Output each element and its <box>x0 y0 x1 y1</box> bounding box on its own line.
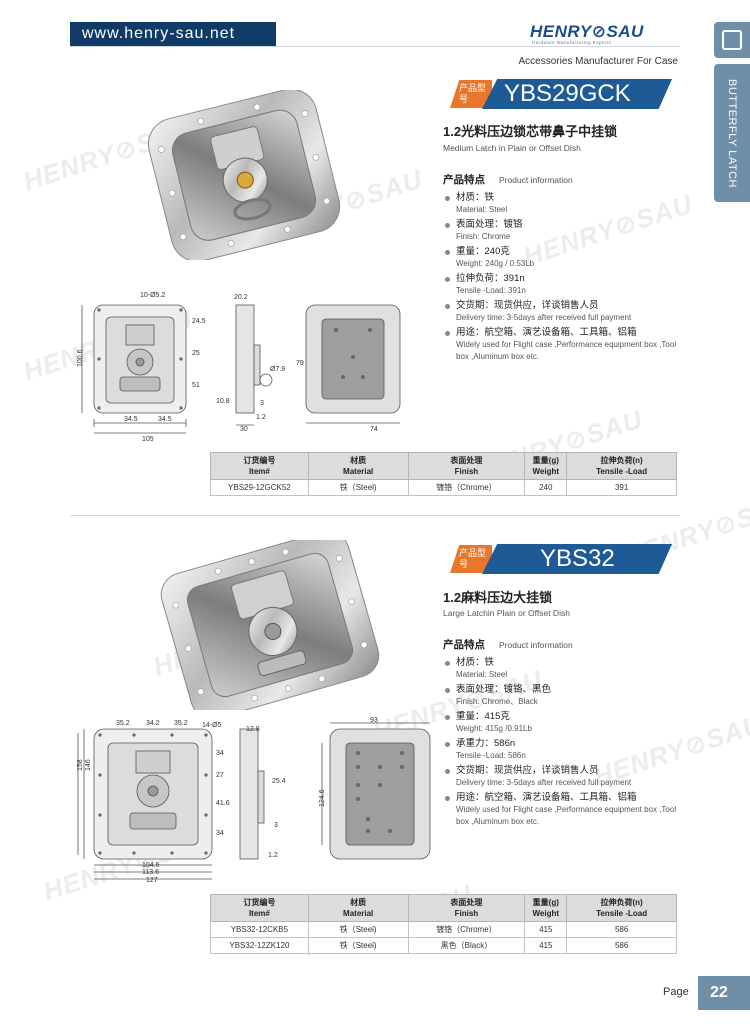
dim-height-outer: 158 <box>77 759 84 771</box>
product-title-cn: 1.2光料压边锁芯带鼻子中挂锁 <box>443 124 618 139</box>
dim-height-inner: 146 <box>85 759 92 771</box>
product-photo-ybs29gck <box>147 90 341 260</box>
dim-bottom-1: 104.6 <box>142 862 160 869</box>
dim-left-half: 34.5 <box>124 416 138 423</box>
henry-sau-logo: HENRY⊘SAU Hardware Manufacturing Experts <box>530 22 680 46</box>
side-category-tab: BUTTERFLY LATCH <box>714 64 750 202</box>
dim-holes: 14-Ø5 <box>202 722 222 729</box>
col-weight: 重量(g)Weight <box>524 452 568 480</box>
dim-ring: Ø7.9 <box>270 366 285 373</box>
product-title-cn: 1.2麻料压边大挂锁 <box>443 590 553 605</box>
table-row: YBS32-12ZK120 铁（Steel) 黑色（Black） 415 586 <box>210 937 677 954</box>
bookmark-icon <box>714 22 750 58</box>
header-url-band <box>70 22 276 46</box>
dim-plate: 1.2 <box>256 414 266 421</box>
side-tab-label: BUTTERFLY LATCH <box>726 78 738 188</box>
dim-back-width: 93 <box>370 717 378 724</box>
dim-thick: 3 <box>260 400 264 407</box>
dim-plate: 1.2 <box>268 852 278 859</box>
header-tagline: Accessories Manufacturer For Case <box>518 56 678 67</box>
page-label: Page <box>663 986 689 998</box>
dim-mid: 25 <box>192 350 200 357</box>
product-photo-ybs32 <box>160 540 380 710</box>
dim-top-right: 35.2 <box>174 720 188 727</box>
table-row: YBS29-12GCK52 铁（Steel) 镀铬（Chrome） 240 39… <box>210 479 677 496</box>
dim-thick: 3 <box>274 822 278 829</box>
dim-top: 24.5 <box>192 318 206 325</box>
header-rule <box>70 46 680 47</box>
website-url[interactable]: www.henry-sau.net <box>82 25 236 42</box>
dim-hook: 25.4 <box>272 778 286 785</box>
dim-depth: 12.8 <box>246 726 260 733</box>
dim-side-height: 79 <box>296 360 304 367</box>
dim-top-left: 35.2 <box>116 720 130 727</box>
table-row: YBS32-12CKB5 铁（Steel) 镀铬（Chrome） 415 586 <box>210 921 677 938</box>
section-divider <box>70 515 680 516</box>
dim-right-4: 34 <box>216 830 224 837</box>
product-title-en: Large Latchin Plain or Offset Dish <box>443 608 570 618</box>
logo-text: HENRY⊘SAU <box>530 22 644 41</box>
model-number: YBS32 <box>482 544 672 574</box>
dim-bottom-3: 127 <box>146 877 158 884</box>
col-load: 拉伸负荷(n)Tensile -Load <box>566 894 677 922</box>
dim-right-1: 34 <box>216 750 224 757</box>
dim-back-height: 124.6 <box>319 789 326 807</box>
dim-top-mid: 34.2 <box>146 720 160 727</box>
dim-holes: 10-Ø5.2 <box>140 292 165 299</box>
dim-width: 105 <box>142 436 154 443</box>
technical-drawing-ybs29gck: 10-Ø5.2 20.2 24.5 25 51 100.6 Ø7.9 79 3 … <box>77 292 401 443</box>
dim-height: 100.6 <box>77 349 84 367</box>
dim-flange: 10.8 <box>216 398 230 405</box>
technical-drawing-ybs32: 35.2 34.2 35.2 14-Ø5 12.8 158 146 34 27 … <box>77 717 431 884</box>
product-title-en: Medium Latch in Plain or Offset Dish <box>443 143 581 153</box>
page-number: 22 <box>698 976 750 1010</box>
col-load: 拉伸负荷(n)Tensile -Load <box>566 452 677 480</box>
dim-side-width: 30 <box>240 426 248 433</box>
dim-low: 51 <box>192 382 200 389</box>
dim-back-width: 74 <box>370 426 378 433</box>
dim-bottom-2: 113.6 <box>142 869 159 876</box>
model-number: YBS29GCK <box>482 79 672 109</box>
dim-depth: 20.2 <box>234 294 248 301</box>
dim-right-3: 41.6 <box>216 800 230 807</box>
dim-right-half: 34.5 <box>158 416 172 423</box>
dim-right-2: 27 <box>216 772 224 779</box>
col-weight: 重量(g)Weight <box>524 894 568 922</box>
logo-subtitle: Hardware Manufacturing Experts <box>532 40 612 45</box>
